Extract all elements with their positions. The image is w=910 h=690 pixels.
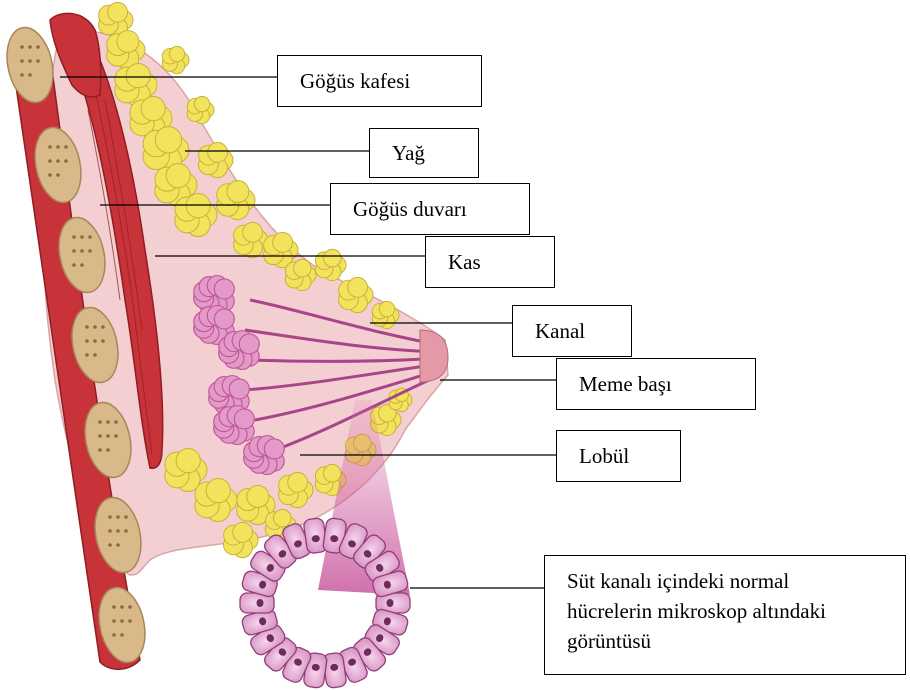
label-yag: Yağ xyxy=(369,128,479,178)
cell-ring xyxy=(240,517,410,688)
label-kanal: Kanal xyxy=(512,305,632,357)
label-mikroskop-line-1: Süt kanalı içindeki normal xyxy=(567,566,895,596)
fat-lobule xyxy=(162,46,189,73)
label-mikroskop-line-2: hücrelerin mikroskop altındaki xyxy=(567,596,895,626)
label-kas: Kas xyxy=(425,236,555,288)
label-mikroskop-line-3: görüntüsü xyxy=(567,626,895,656)
label-mikroskop: Süt kanalı içindeki normal hücrelerin mi… xyxy=(544,555,906,675)
fat-lobule xyxy=(187,96,214,123)
label-gogus-duvari: Göğüs duvarı xyxy=(330,183,530,235)
label-meme-basi: Meme başı xyxy=(556,358,756,410)
fat-lobule xyxy=(315,249,346,280)
label-gogus-kafesi: Göğüs kafesi xyxy=(277,55,482,107)
label-lobul: Lobül xyxy=(556,430,681,482)
